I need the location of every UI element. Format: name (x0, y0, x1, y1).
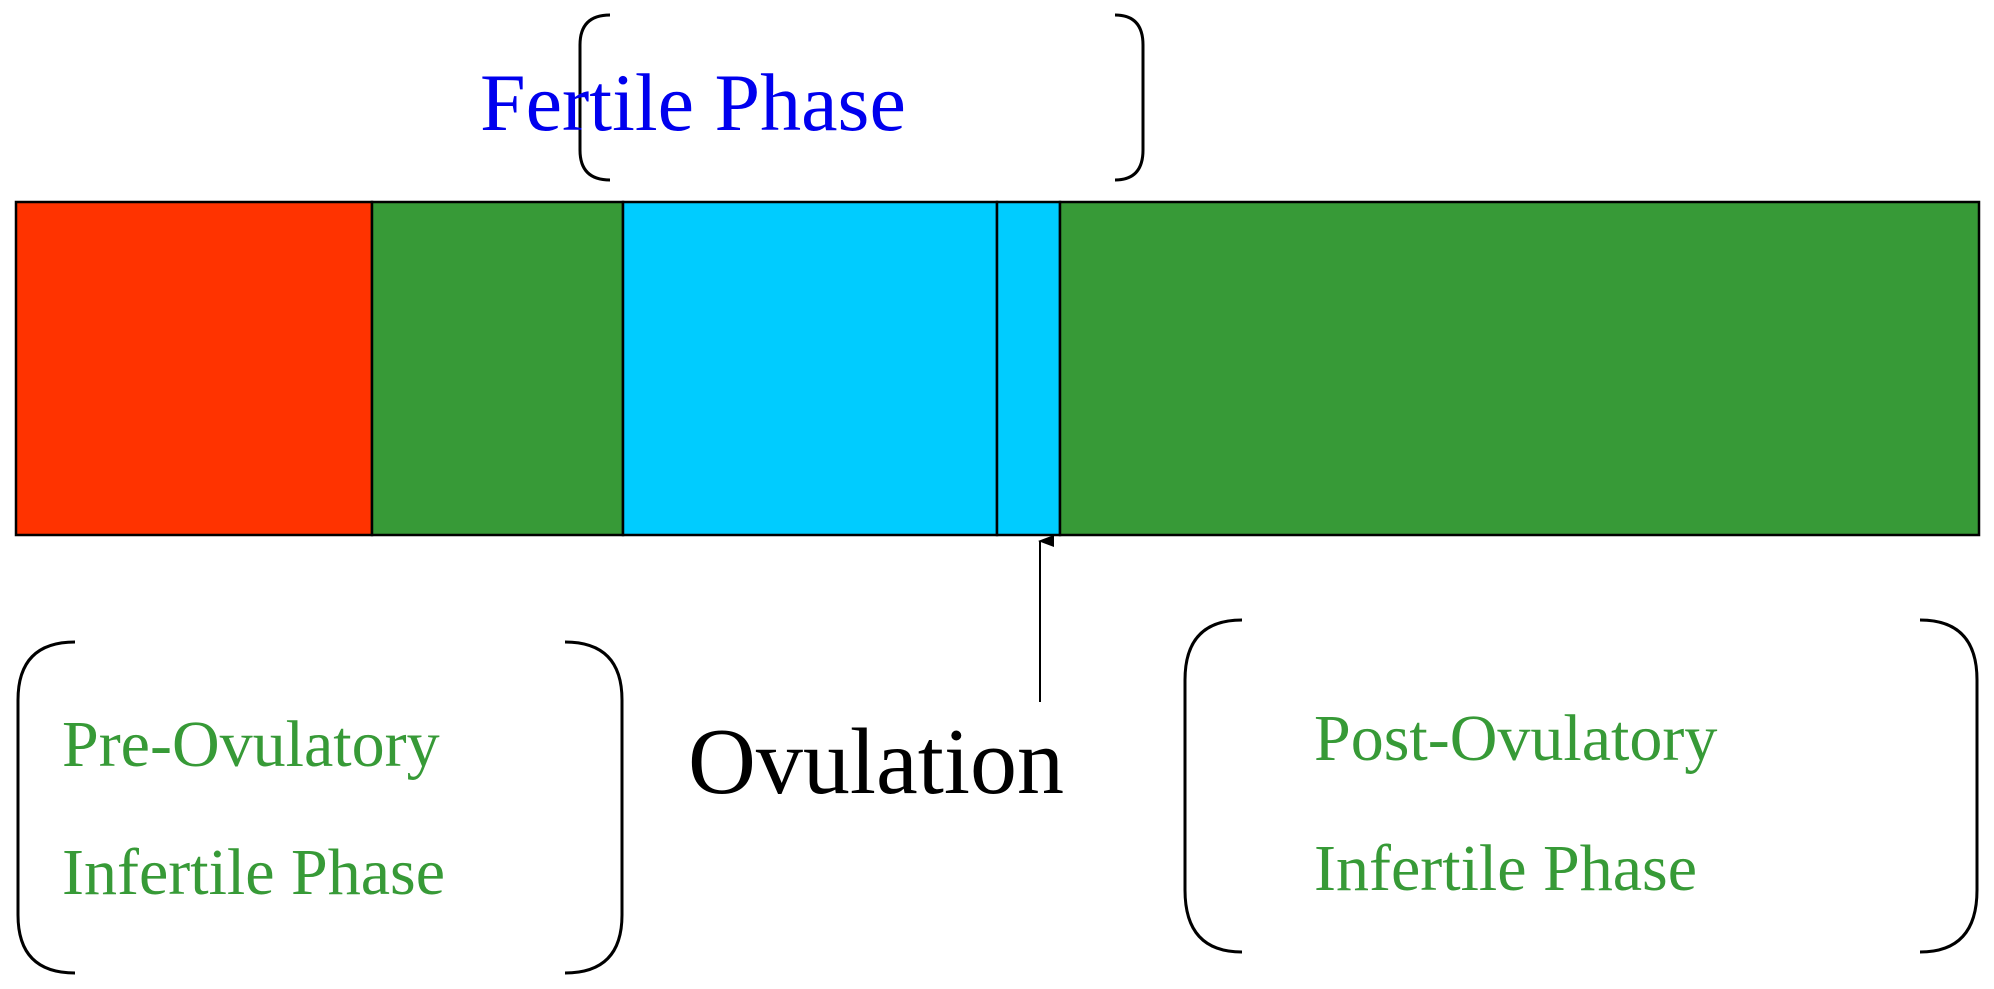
post-ovulatory-label: Post-Ovulatory (1314, 702, 1718, 775)
fertile-phase-label: Fertile Phase (480, 57, 906, 148)
post-ovulatory-bracket (1183, 618, 1979, 954)
bracket-left (16, 640, 76, 975)
bracket-right (564, 640, 624, 975)
pre-infertile-phase-label: Infertile Phase (62, 836, 446, 909)
bracket-right (1919, 618, 1979, 954)
ovulation-label: Ovulation (688, 710, 1064, 814)
segment-ovulation-day (995, 200, 1062, 537)
bracket-left (578, 13, 611, 182)
pre-ovulatory-bracket (16, 640, 624, 975)
post-infertile-phase-label: Infertile Phase (1314, 832, 1698, 905)
segment-menstruation (14, 200, 374, 537)
segment-pre-ovulatory-infertile (370, 200, 625, 537)
pre-ovulatory-label: Pre-Ovulatory (62, 708, 440, 781)
cycle-bar (14, 200, 1981, 537)
segment-post-ovulatory-infertile (1058, 200, 1981, 537)
segment-fertile (621, 200, 999, 537)
bracket-left (1183, 618, 1243, 954)
fertile-phase-bracket (578, 13, 1145, 182)
bracket-right (1114, 13, 1145, 182)
